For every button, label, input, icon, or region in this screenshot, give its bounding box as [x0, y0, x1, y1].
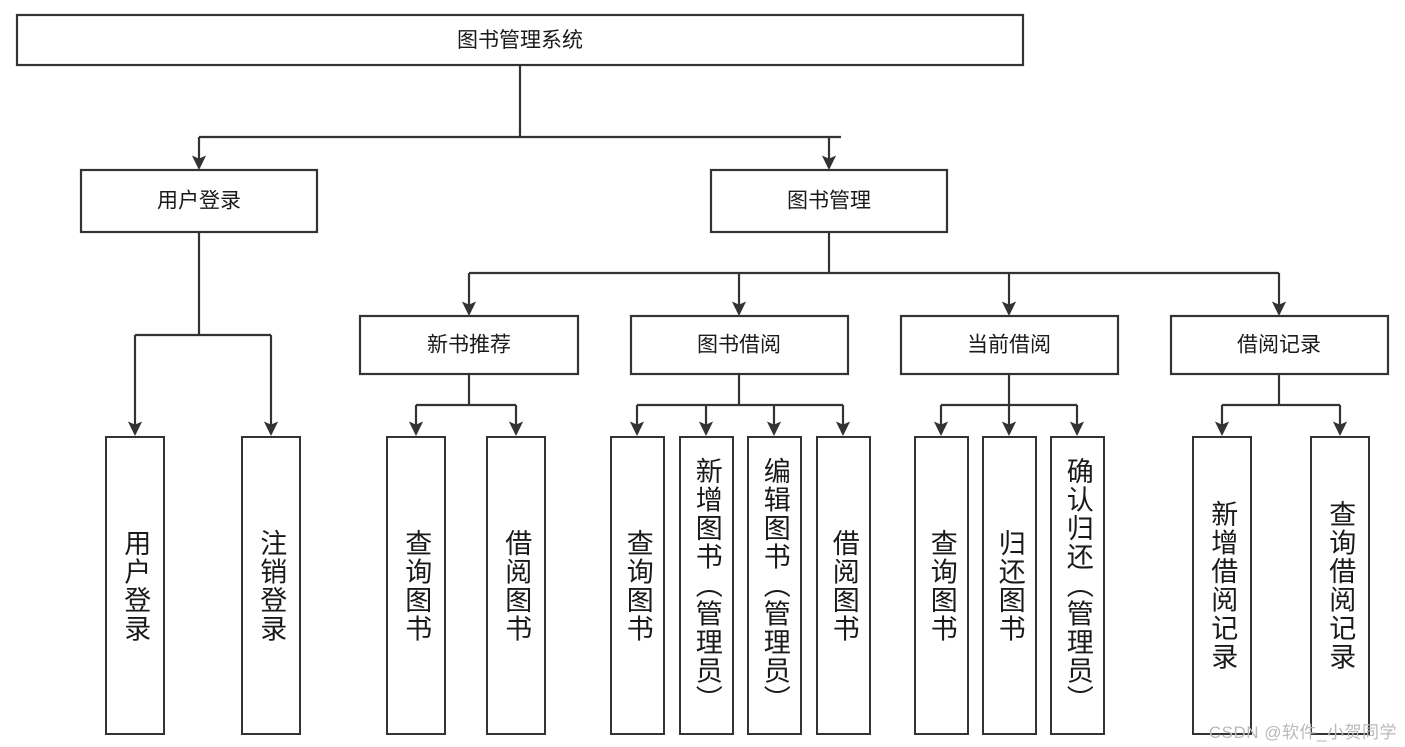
leaf-currentborrow-query-book-label: 查询图书 [926, 528, 957, 643]
leaf-bookborrow-add-book-label: 新增图书（管理员） [691, 457, 722, 714]
leaf-bookborrow-edit-book-label: 编辑图书（管理员） [759, 457, 790, 714]
node-book-management[interactable]: 图书管理 [709, 168, 949, 234]
node-borrow-record[interactable]: 借阅记录 [1169, 314, 1390, 376]
leaf-borrowrecord-add-record[interactable]: 新增借阅记录 [1192, 436, 1252, 735]
node-new-book-recommend[interactable]: 新书推荐 [358, 314, 580, 376]
leaf-bookborrow-query-book[interactable]: 查询图书 [610, 436, 665, 735]
leaf-currentborrow-confirm-return-label: 确认归还（管理员） [1062, 457, 1093, 714]
node-user-login[interactable]: 用户登录 [79, 168, 319, 234]
leaf-borrowrecord-query-record[interactable]: 查询借阅记录 [1310, 436, 1370, 735]
connector-bookborrow-to-leaves [629, 374, 851, 436]
leaf-bookborrow-borrow-book-label: 借阅图书 [828, 528, 859, 643]
leaf-newbook-query-book[interactable]: 查询图书 [386, 436, 446, 735]
node-borrow-record-label: 借阅记录 [1237, 334, 1321, 357]
node-user-login-label: 用户登录 [157, 190, 241, 213]
leaf-user-login[interactable]: 用户登录 [105, 436, 165, 735]
leaf-currentborrow-query-book[interactable]: 查询图书 [914, 436, 969, 735]
leaf-currentborrow-return-book[interactable]: 归还图书 [982, 436, 1037, 735]
leaf-logout-label: 注销登录 [256, 528, 287, 643]
node-root-label: 图书管理系统 [457, 29, 583, 52]
leaf-newbook-borrow-book[interactable]: 借阅图书 [486, 436, 546, 735]
leaf-newbook-query-book-label: 查询图书 [401, 528, 432, 643]
connector-currentborrow-to-leaves [933, 374, 1085, 436]
node-root[interactable]: 图书管理系统 [15, 13, 1025, 67]
leaf-currentborrow-return-book-label: 归还图书 [994, 528, 1025, 643]
connector-newbook-to-leaves [408, 374, 524, 436]
leaf-bookborrow-add-book[interactable]: 新增图书（管理员） [679, 436, 734, 735]
connector-bookmgmt-to-level3 [461, 233, 1287, 316]
leaf-currentborrow-confirm-return[interactable]: 确认归还（管理员） [1050, 436, 1105, 735]
connector-userlogin-to-leaves [127, 233, 279, 436]
leaf-bookborrow-query-book-label: 查询图书 [622, 528, 653, 643]
leaf-logout[interactable]: 注销登录 [241, 436, 301, 735]
leaf-bookborrow-borrow-book[interactable]: 借阅图书 [816, 436, 871, 735]
leaf-bookborrow-edit-book[interactable]: 编辑图书（管理员） [747, 436, 802, 735]
leaf-borrowrecord-add-record-label: 新增借阅记录 [1207, 500, 1238, 671]
connector-borrowrecord-to-leaves [1214, 374, 1348, 436]
node-current-borrow[interactable]: 当前借阅 [899, 314, 1120, 376]
node-book-borrow-label: 图书借阅 [697, 334, 781, 357]
node-book-management-label: 图书管理 [787, 190, 871, 213]
node-current-borrow-label: 当前借阅 [967, 334, 1051, 357]
node-book-borrow[interactable]: 图书借阅 [629, 314, 850, 376]
connector-root-to-level2 [191, 65, 841, 170]
leaf-newbook-borrow-book-label: 借阅图书 [501, 528, 532, 643]
leaf-borrowrecord-query-record-label: 查询借阅记录 [1325, 500, 1356, 671]
node-new-book-recommend-label: 新书推荐 [427, 334, 511, 357]
leaf-user-login-label: 用户登录 [120, 528, 151, 643]
